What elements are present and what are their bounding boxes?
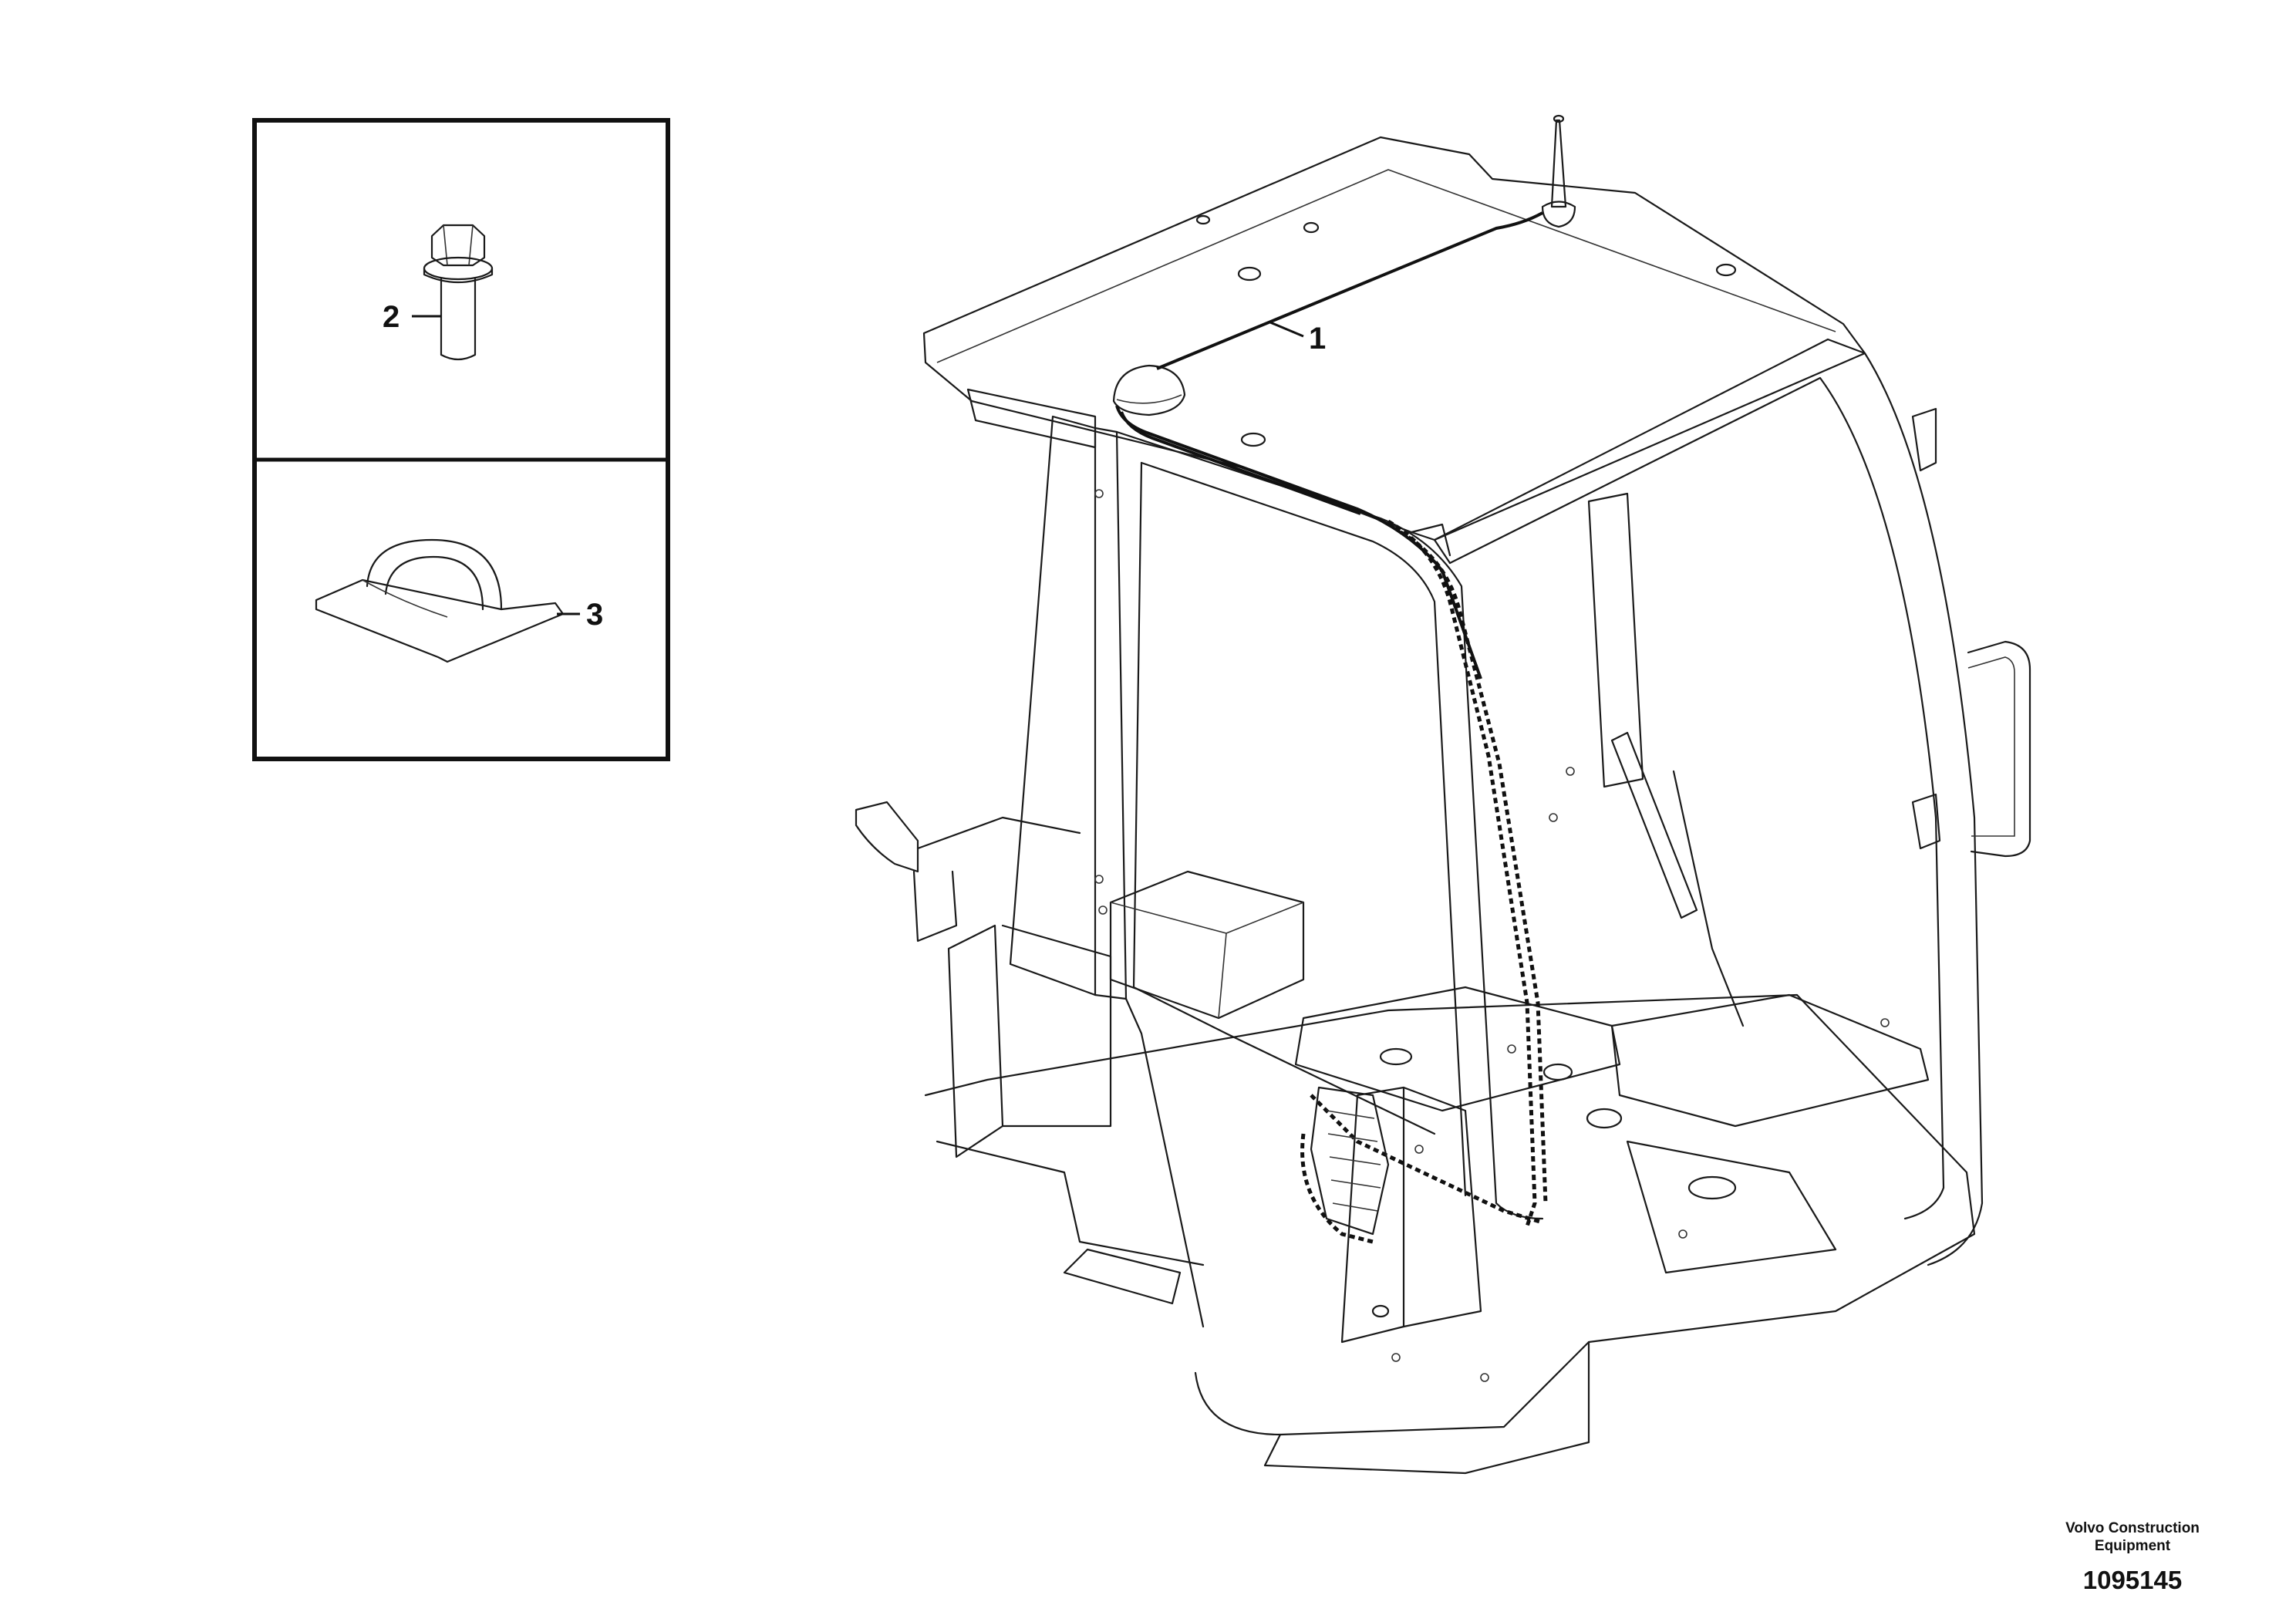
- callout-1: 1: [1269, 321, 1326, 356]
- callout-1-label: 1: [1309, 322, 1326, 356]
- drawing-number: 1095145: [2082, 1566, 2183, 1594]
- manufacturer-line-2: Equipment: [2094, 1538, 2171, 1554]
- manufacturer-line-1: Volvo Construction: [2065, 1520, 2200, 1536]
- antenna-icon: [1541, 114, 1576, 228]
- title-block: Volvo Construction Equipment 1095145: [2036, 1519, 2229, 1595]
- cab-frame: [855, 136, 2031, 1475]
- callout-3: 3: [557, 598, 603, 632]
- flange-bolt: [423, 224, 494, 361]
- detail-panel: [252, 118, 670, 761]
- callout-2-label: 2: [383, 300, 400, 334]
- cable-clip: [315, 538, 565, 663]
- cable-harness: [1115, 211, 1548, 1244]
- receiver-dome-icon: [1112, 364, 1186, 416]
- callout-2: 2: [383, 300, 441, 334]
- callout-3-label: 3: [586, 598, 603, 632]
